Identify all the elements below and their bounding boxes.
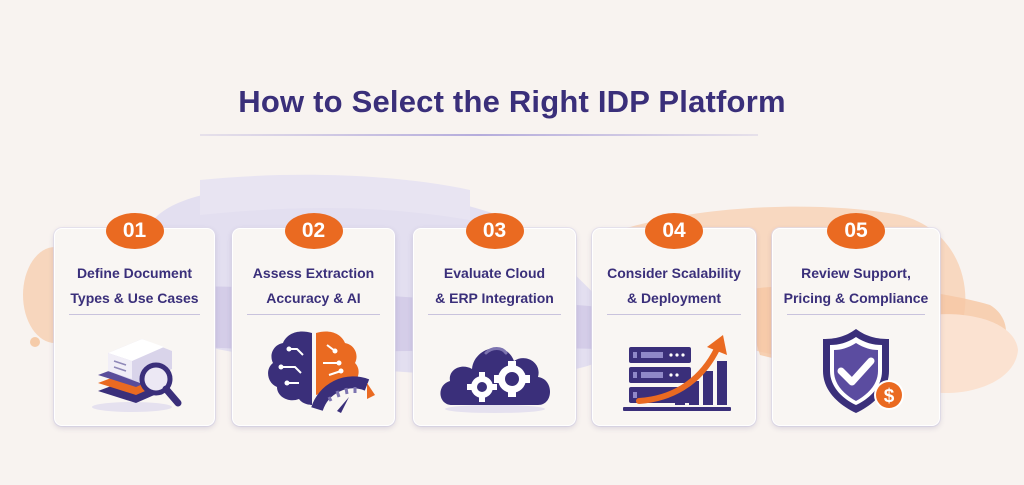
step-card-4: 04 Consider Scalability & Deployment [592,213,756,426]
step-number-badge: 05 [827,213,885,249]
step-title: Review Support, Pricing & Compliance [783,265,929,306]
step-card-2: 02 Assess Extraction Accuracy & AI [232,213,395,426]
step-title: Assess Extraction Accuracy & AI [252,265,375,306]
brain-circuit-gauge-icon [267,331,375,413]
title-divider [200,134,758,136]
document-stack-magnifier-icon [91,339,181,412]
card-divider [787,314,925,315]
step-card-1: 01 Define Document Types & Use Cases [54,213,215,426]
step-number-badge: 03 [465,213,524,249]
card-divider [247,314,380,315]
step-card-3: 03 Evaluate Cloud & ERP Integration [413,213,576,426]
step-number-badge: 01 [105,213,164,249]
card-divider [607,314,741,315]
shield-check-dollar-icon: $ [823,329,904,413]
cloud-gears-icon [439,347,550,413]
step-card-5: 05 Review Support, Pricing & Compliance … [772,213,940,426]
card-divider [428,314,561,315]
card-divider [69,314,200,315]
step-title: Evaluate Cloud & ERP Integration [435,265,554,306]
step-title: Consider Scalability & Deployment [607,265,741,306]
step-title: Define Document Types & Use Cases [70,265,199,306]
svg-text:$: $ [884,386,895,407]
step-number-badge: 04 [645,213,703,249]
step-number-badge: 02 [284,213,343,249]
server-growth-arrow-icon [623,335,731,411]
page-title: How to Select the Right IDP Platform [238,84,786,119]
